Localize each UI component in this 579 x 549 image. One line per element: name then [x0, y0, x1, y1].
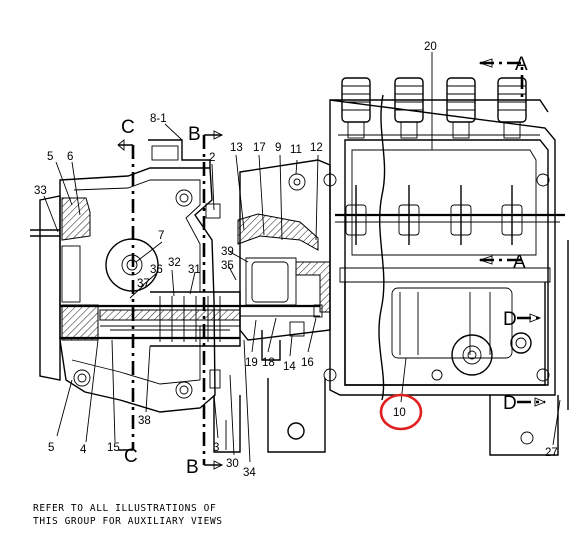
callout-7: 7 — [158, 230, 164, 242]
callout-14: 14 — [283, 361, 296, 373]
callout-15: 15 — [107, 442, 120, 454]
section-b-bot-label: B — [186, 457, 199, 478]
pump-element-group — [330, 77, 565, 245]
callout-19: 19 — [245, 357, 258, 369]
section-d-markers: D D — [503, 240, 569, 414]
callout-32: 32 — [168, 257, 181, 269]
footnote: REFER TO ALL ILLUSTRATIONS OF THIS GROUP… — [33, 503, 223, 527]
callout-31: 31 — [188, 264, 201, 276]
callout-9: 9 — [275, 142, 281, 154]
callout-12: 12 — [310, 142, 323, 154]
callout-18: 18 — [262, 357, 275, 369]
callout-10: 10 — [393, 407, 406, 419]
mounting-bracket — [213, 378, 326, 453]
callout-20: 20 — [424, 41, 437, 53]
footnote-line-2: THIS GROUP FOR AUXILIARY VIEWS — [33, 516, 223, 527]
callout-3: 3 — [213, 442, 219, 454]
callout-2: 2 — [209, 152, 215, 164]
callout-6: 6 — [67, 151, 73, 163]
break-line — [378, 94, 386, 401]
callout-27: 27 — [545, 447, 558, 459]
governor-housing — [237, 159, 331, 361]
callout-37: 37 — [137, 278, 150, 290]
callout-34: 34 — [243, 467, 256, 479]
callout-16: 16 — [301, 357, 314, 369]
section-d-mid-label: D — [503, 309, 517, 330]
section-a-top-label: A — [515, 54, 528, 75]
highlight-circle — [379, 393, 423, 431]
callout-39: 39 — [221, 246, 234, 258]
section-a-mid-label: A — [513, 252, 526, 273]
leader-lines — [43, 52, 561, 463]
callout-8-1: 8-1 — [150, 113, 167, 125]
callout-38: 38 — [138, 415, 151, 427]
pump-element-3 — [446, 77, 476, 245]
section-c-bot-label: C — [124, 446, 138, 467]
callout-17: 17 — [253, 142, 266, 154]
callout-35: 35 — [221, 260, 234, 272]
callout-labels: 20 8-1 5 6 33 13 17 9 11 12 2 7 39 36 32… — [34, 41, 558, 479]
callout-30: 30 — [226, 458, 239, 470]
callout-33: 33 — [34, 185, 47, 197]
callout-5-top: 5 — [47, 151, 53, 163]
callout-4: 4 — [80, 444, 87, 456]
section-b-top-label: B — [188, 124, 201, 145]
pump-housing — [323, 99, 559, 456]
drive-housing — [39, 139, 221, 413]
pump-element-2 — [394, 77, 424, 245]
callout-5-bottom: 5 — [48, 442, 54, 454]
footnote-line-1: REFER TO ALL ILLUSTRATIONS OF — [33, 503, 216, 514]
callout-36: 36 — [150, 264, 163, 276]
section-d-bot-label: D — [503, 393, 517, 414]
callout-13: 13 — [230, 142, 243, 154]
section-c-markers: C C — [117, 117, 138, 467]
section-a-markers: A A — [478, 54, 528, 273]
section-c-top-label: C — [121, 117, 135, 138]
pump-element-4 — [497, 77, 527, 245]
section-b-markers: B B — [186, 124, 224, 478]
callout-11: 11 — [290, 144, 302, 156]
